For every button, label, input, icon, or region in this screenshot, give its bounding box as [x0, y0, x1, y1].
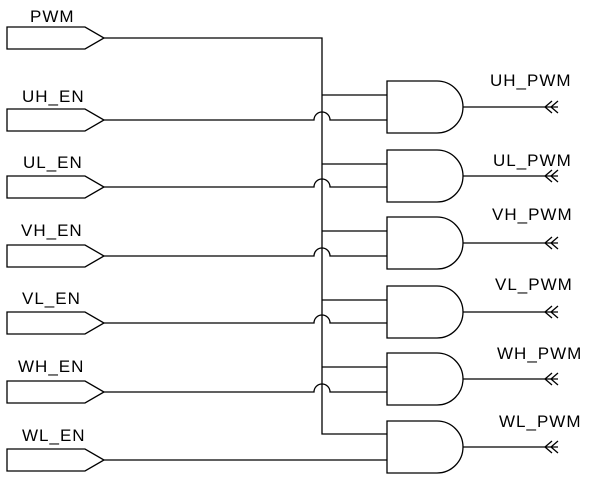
enable-wire-vl	[104, 314, 387, 324]
input-port-uh-en	[6, 108, 106, 132]
and-gate-vl	[386, 285, 464, 339]
output-connector-ul	[544, 169, 559, 183]
enable-wire-ul	[104, 178, 387, 188]
output-label-wl-pwm: WL_PWM	[499, 412, 582, 431]
input-label-ul-en: UL_EN	[23, 153, 83, 172]
input-label-wh-en: WH_EN	[18, 357, 85, 376]
input-label-pwm: PWM	[30, 7, 75, 26]
input-port-ul-en	[6, 175, 106, 199]
input-port-vh-en	[6, 244, 106, 268]
and-gate-vh	[386, 216, 464, 270]
output-label-vl-pwm: VL_PWM	[495, 275, 573, 294]
input-port-pwm	[6, 26, 106, 50]
input-port-vl-en	[6, 311, 106, 335]
enable-wire-wh	[104, 383, 387, 393]
output-label-vh-pwm: VH_PWM	[492, 205, 573, 224]
output-connector-uh	[544, 100, 559, 114]
and-gate-wh	[386, 352, 464, 406]
output-connector-wh	[544, 372, 559, 386]
input-label-vh-en: VH_EN	[21, 221, 83, 240]
and-gate-uh	[386, 80, 464, 134]
enable-wire-uh	[104, 111, 387, 121]
input-label-uh-en: UH_EN	[22, 87, 85, 106]
input-port-wh-en	[6, 380, 106, 404]
enable-wire-vh	[104, 247, 387, 257]
output-connector-wl	[544, 440, 559, 454]
and-gate-ul	[386, 149, 464, 203]
output-label-wh-pwm: WH_PWM	[497, 344, 583, 363]
output-connector-vh	[544, 236, 559, 250]
output-connector-vl	[544, 305, 559, 319]
and-gate-wl	[386, 420, 464, 474]
input-label-vl-en: VL_EN	[22, 289, 81, 308]
output-label-ul-pwm: UL_PWM	[493, 151, 572, 170]
pwm-bus-wire	[104, 37, 387, 435]
input-label-wl-en: WL_EN	[22, 426, 86, 445]
output-label-uh-pwm: UH_PWM	[490, 71, 572, 90]
input-port-wl-en	[6, 448, 106, 472]
